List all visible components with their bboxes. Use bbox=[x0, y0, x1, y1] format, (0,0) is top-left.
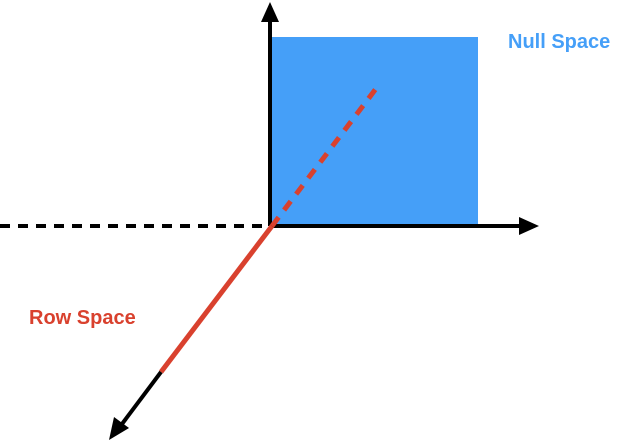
x-axis-arrowhead bbox=[519, 217, 539, 235]
row-space-label: Row Space bbox=[29, 307, 136, 329]
y-axis-arrowhead bbox=[261, 2, 279, 22]
z-axis-extension bbox=[120, 370, 163, 426]
row-space-dashed-line bbox=[270, 84, 380, 228]
null-space-plane bbox=[270, 37, 478, 224]
row-space-line bbox=[159, 224, 274, 374]
z-axis-arrowhead bbox=[109, 417, 129, 440]
null-space-label: Null Space bbox=[508, 31, 611, 53]
